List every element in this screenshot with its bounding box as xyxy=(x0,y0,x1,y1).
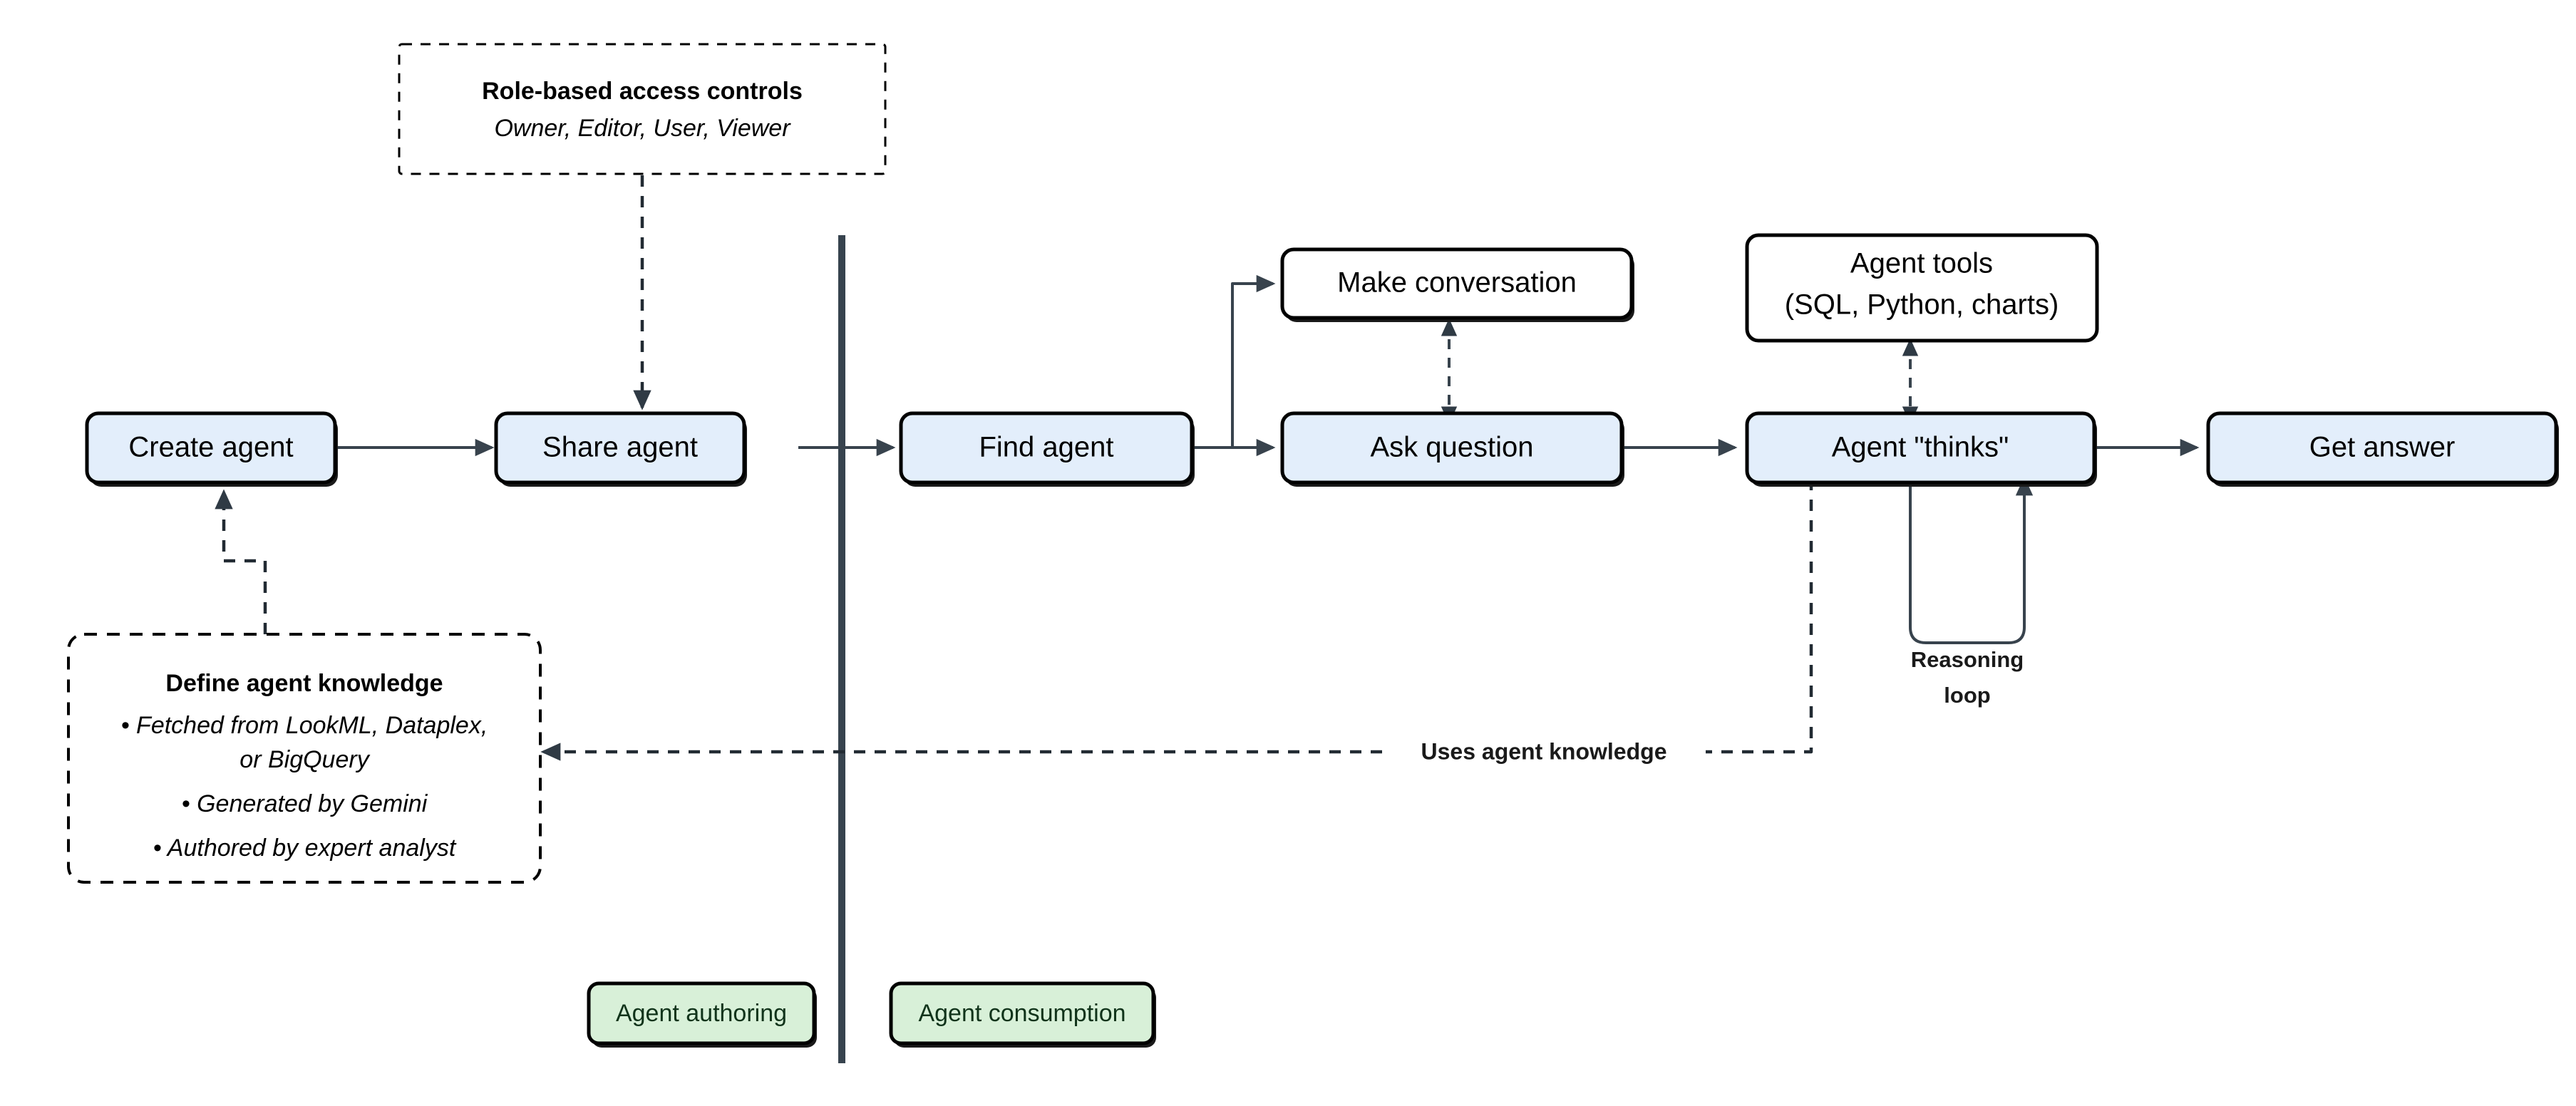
node-agent-tools-label-line2: (SQL, Python, charts) xyxy=(1785,289,2059,321)
node-ask-question-label: Ask question xyxy=(1370,432,1533,463)
knowledge-note-bullet-3: • Authored by expert analyst xyxy=(153,834,457,862)
knowledge-note-bullet-2: • Generated by Gemini xyxy=(182,790,428,817)
node-agent-thinks-label: Agent "thinks" xyxy=(1832,432,2009,463)
node-agent-tools-label-line1: Agent tools xyxy=(1850,248,1993,279)
node-find-agent-label: Find agent xyxy=(979,432,1113,463)
legend-agent-authoring-label: Agent authoring xyxy=(616,1000,787,1027)
edge-knowledge-to-create xyxy=(215,489,267,634)
reasoning-loop-label-line1: Reasoning xyxy=(1911,647,2024,672)
node-make-conversation[interactable]: Make conversation xyxy=(1280,247,1634,322)
knowledge-note-bullet-1: or BigQuery xyxy=(239,746,370,773)
reasoning-loop-label-line2: loop xyxy=(1944,683,1990,708)
note-define-agent-knowledge: Define agent knowledge • Fetched from Lo… xyxy=(67,633,542,884)
node-find-agent[interactable]: Find agent xyxy=(899,411,1195,487)
node-create-agent[interactable]: Create agent xyxy=(85,411,338,487)
legend-agent-consumption-label: Agent consumption xyxy=(918,1000,1125,1027)
rbac-note-title: Role-based access controls xyxy=(482,78,803,105)
node-create-agent-label: Create agent xyxy=(128,432,293,463)
legend-agent-authoring: Agent authoring xyxy=(587,981,817,1048)
node-get-answer-label: Get answer xyxy=(2309,432,2456,463)
node-agent-thinks[interactable]: Agent "thinks" xyxy=(1745,411,2097,487)
edge-reasoning-loop xyxy=(1909,476,2034,644)
legend-agent-consumption: Agent consumption xyxy=(889,981,1156,1048)
rbac-note-subtitle: Owner, Editor, User, Viewer xyxy=(494,115,791,142)
node-make-conversation-label: Make conversation xyxy=(1337,267,1577,299)
node-get-answer[interactable]: Get answer xyxy=(2206,411,2559,487)
node-ask-question[interactable]: Ask question xyxy=(1280,411,1624,487)
node-share-agent[interactable]: Share agent xyxy=(494,411,747,487)
knowledge-note-title: Define agent knowledge xyxy=(165,670,443,697)
note-role-based-access-controls: Role-based access controls Owner, Editor… xyxy=(398,43,887,175)
node-share-agent-label: Share agent xyxy=(542,432,698,463)
edge-thinks-to-knowledge-right-segment xyxy=(1706,479,1813,754)
edge-find-to-make-conversation xyxy=(1195,274,1276,449)
uses-agent-knowledge-label: Uses agent knowledge xyxy=(1421,738,1667,764)
node-agent-tools[interactable]: Agent tools (SQL, Python, charts) xyxy=(1745,233,2099,343)
knowledge-note-bullet-0: • Fetched from LookML, Dataplex, xyxy=(121,712,488,739)
